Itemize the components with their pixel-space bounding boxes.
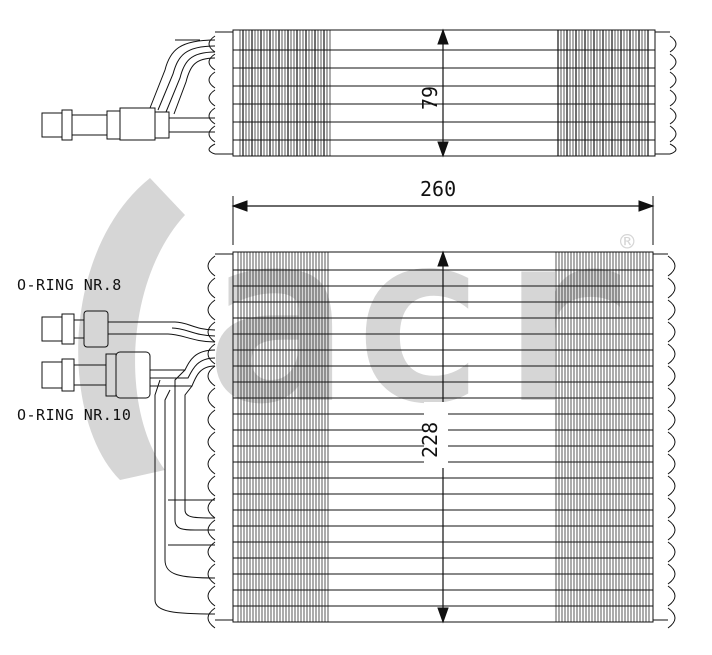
front-view-bends-left [207, 255, 216, 629]
top-view-bends-left [208, 35, 216, 155]
tube-bend [207, 321, 216, 343]
front-view-width-dimension [231, 196, 655, 245]
front-view-fins-right [555, 252, 650, 622]
tube-bend [207, 497, 216, 519]
tube-bend [667, 475, 676, 497]
o-ring-nr8-label: O-RING NR.8 [17, 276, 122, 294]
tube-bend [207, 277, 216, 299]
top-view-height-label: 79 [418, 86, 442, 110]
o-ring-nr10-label: O-RING NR.10 [17, 406, 131, 424]
top-view-core-outline [232, 29, 656, 157]
top-view-height-dimension [437, 28, 449, 158]
tube-bend [207, 453, 216, 475]
tube-bend [667, 255, 676, 277]
tube-bend [207, 387, 216, 409]
tube-bend [207, 299, 216, 321]
top-view-tube-lines [233, 49, 655, 141]
tube-bend [667, 277, 676, 299]
tube-bend [667, 321, 676, 343]
top-view-fins-left [239, 30, 331, 156]
top-view-fins-right [557, 30, 649, 156]
watermark-arc [78, 178, 185, 480]
tube-bend [667, 343, 676, 365]
tube-bend [667, 563, 676, 585]
tube-bend [207, 541, 216, 563]
tube-bend [667, 431, 676, 453]
tube-bend [207, 607, 216, 629]
tube-bend [667, 541, 676, 563]
tube-bend [667, 387, 676, 409]
acr-watermark-logo: acr ® [78, 178, 635, 480]
top-view-bends-right [669, 35, 677, 155]
front-view [41, 250, 676, 629]
tube-bend [207, 409, 216, 431]
front-view-width-label: 260 [420, 177, 456, 201]
tube-bend [207, 475, 216, 497]
top-view [41, 28, 677, 158]
tube-bend [667, 409, 676, 431]
tube-bend [207, 431, 216, 453]
tube-bend [667, 519, 676, 541]
top-view-connector-fitting [41, 109, 121, 141]
tube-bend [667, 365, 676, 387]
front-view-bends-right [667, 255, 676, 629]
tube-bend [207, 365, 216, 387]
tube-bend [207, 585, 216, 607]
tube-bend [207, 343, 216, 365]
tube-bend [667, 607, 676, 629]
watermark-brand-text: acr [205, 183, 629, 456]
tube-bend [667, 585, 676, 607]
tube-bend [667, 453, 676, 475]
watermark-registered-mark: ® [620, 228, 635, 256]
front-view-height-label: 228 [418, 422, 442, 458]
tube-bend [667, 299, 676, 321]
tube-bend [207, 255, 216, 277]
front-view-fitting-lower [41, 351, 151, 399]
tube-bend [667, 497, 676, 519]
front-view-piping [108, 321, 216, 615]
top-view-piping [119, 39, 216, 141]
front-view-fins-left [237, 252, 329, 622]
tube-bend [207, 563, 216, 585]
front-view-fitting-upper [41, 310, 109, 348]
